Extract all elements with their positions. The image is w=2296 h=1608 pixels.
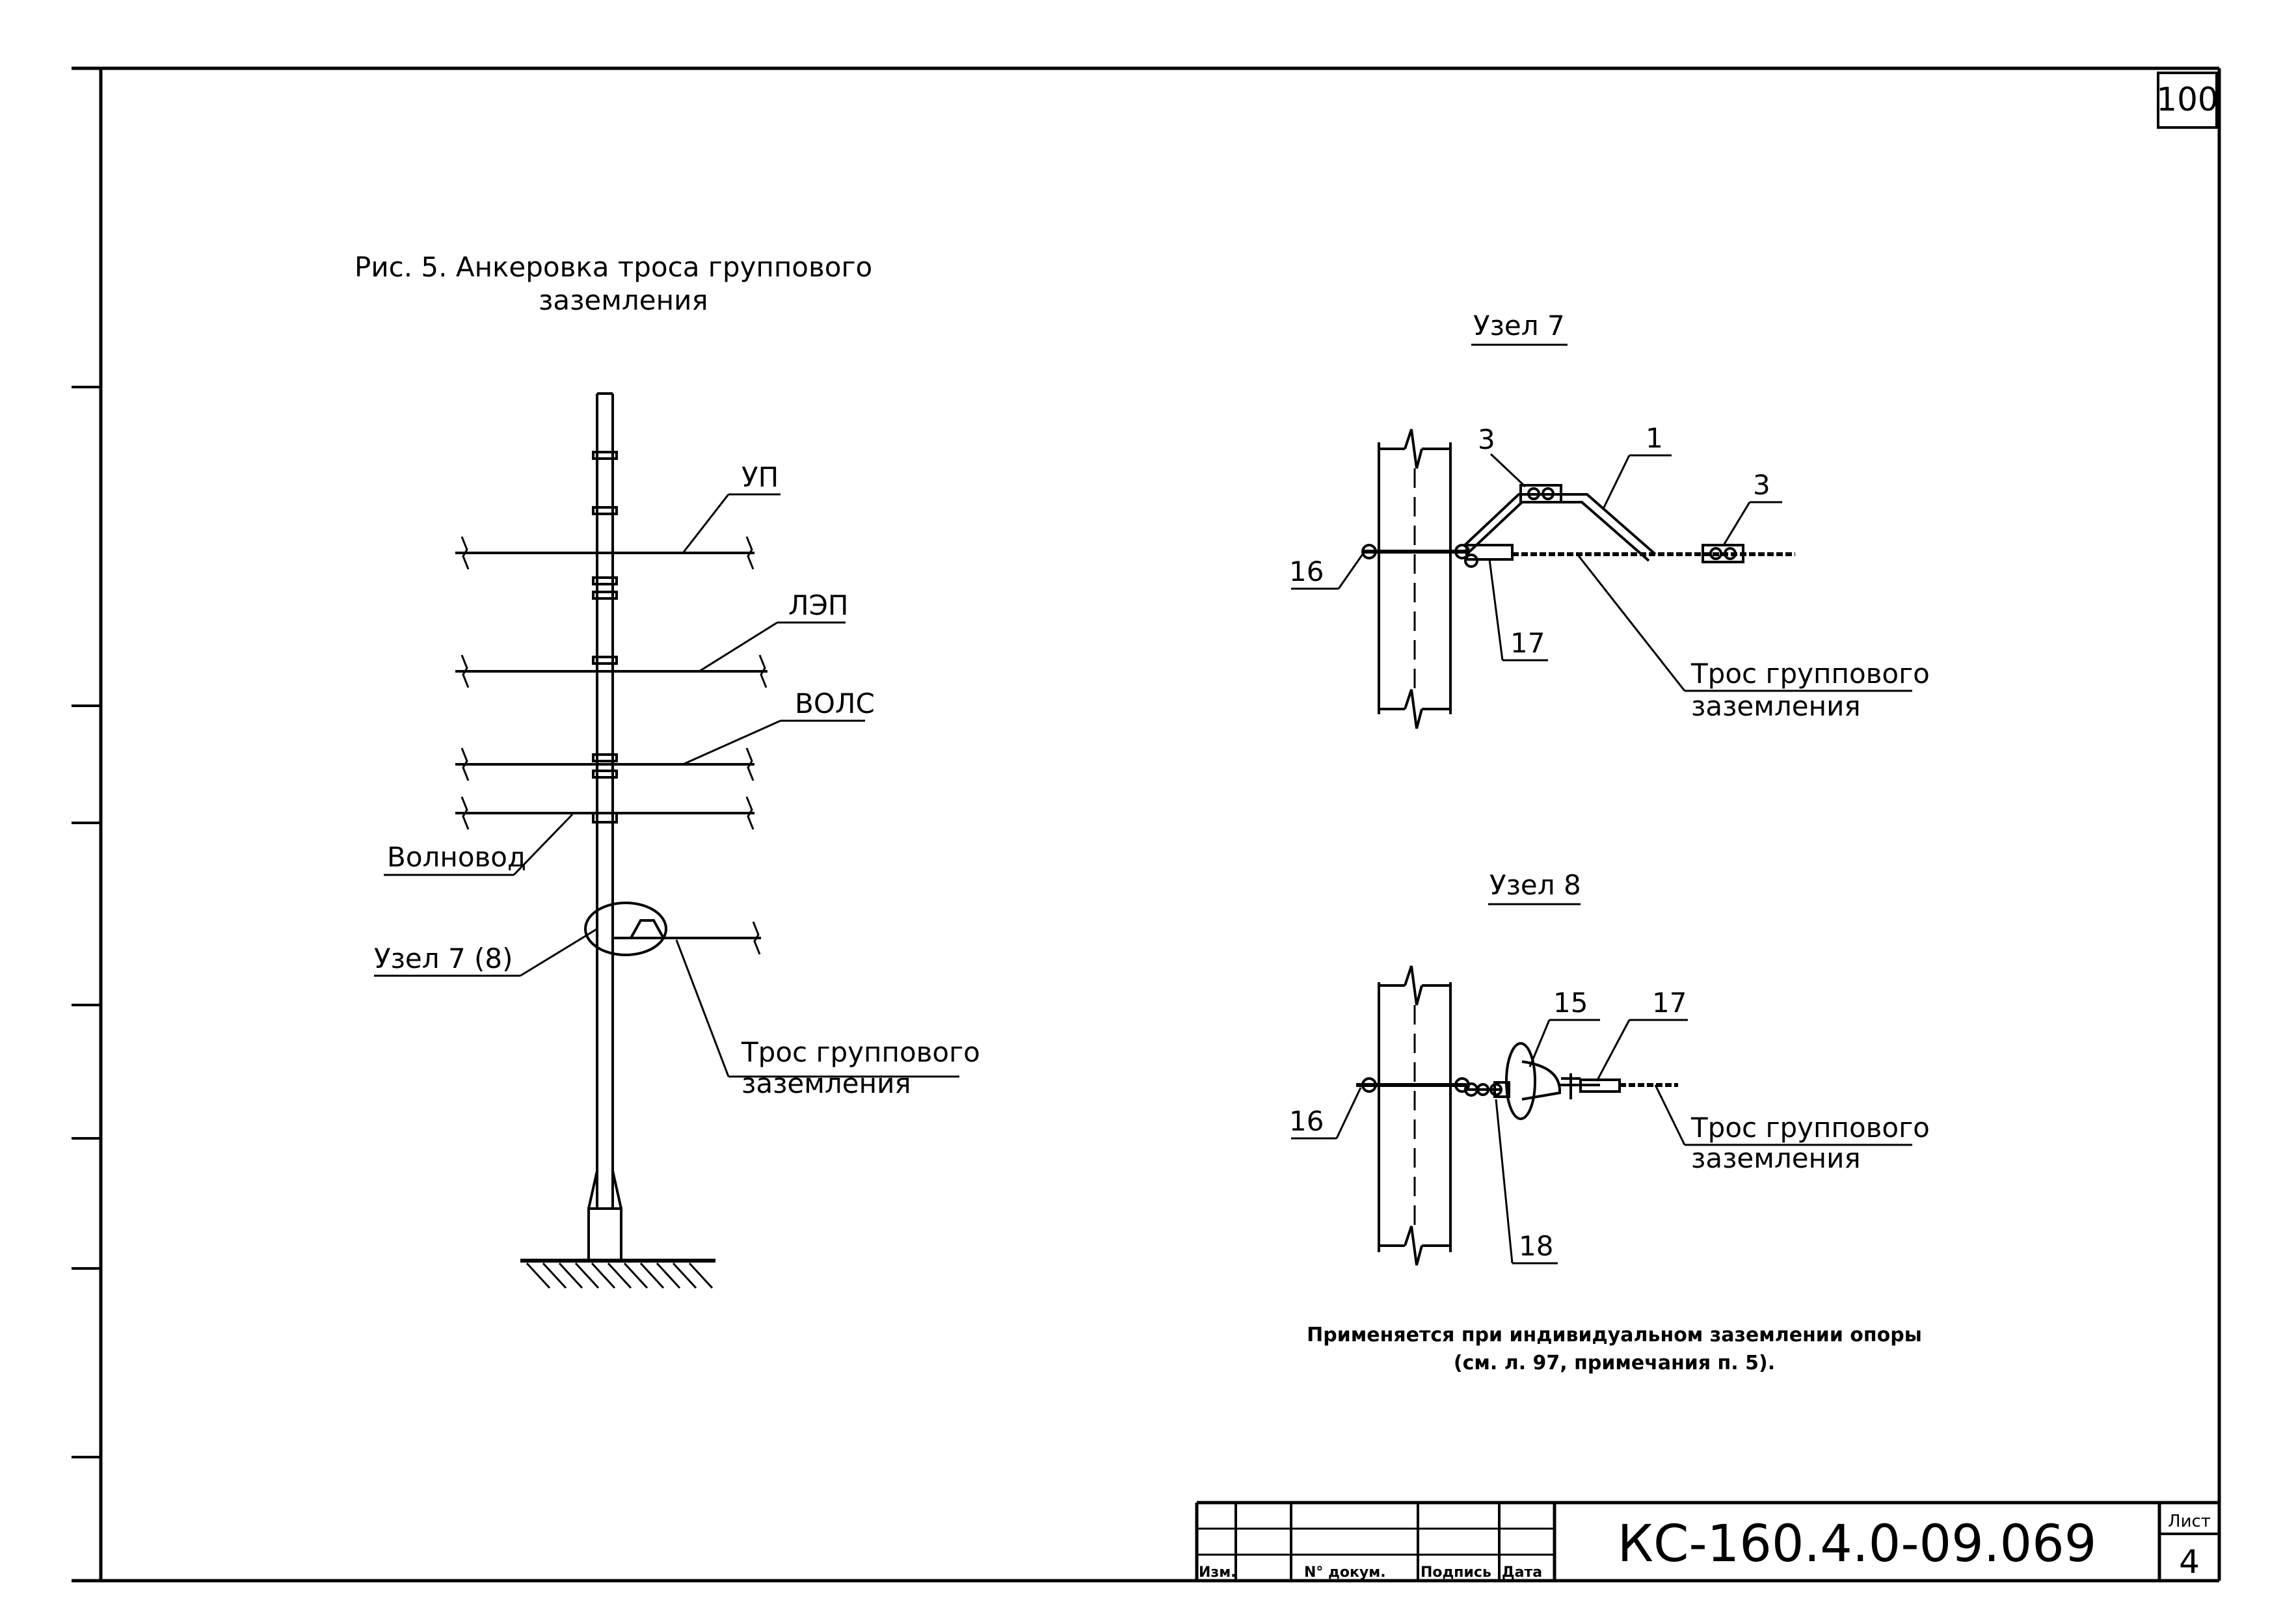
- figure-5: Рис. 5. Анкеровка троса группового зазем…: [354, 251, 980, 1289]
- label-cable-line2: заземления: [741, 1067, 911, 1099]
- page-number: 100: [2156, 81, 2218, 118]
- line-lep: [455, 654, 768, 688]
- node-8-cable-line1: Трос группового: [1690, 1112, 1930, 1144]
- node-7-callout-3b: 3: [1753, 469, 1770, 501]
- line-ground-cable: [584, 902, 761, 956]
- node-7-callout-3a: 3: [1478, 423, 1495, 455]
- node-7-callout-16: 16: [1289, 556, 1324, 587]
- node-7-callout-1: 1: [1646, 422, 1663, 454]
- title-block: Изм. N° докум. Подпись Дата КС-160.4.0-0…: [1195, 1501, 2219, 1581]
- insulator: [1505, 1042, 1536, 1120]
- tb-header-doc-no: N° докум.: [1304, 1564, 1386, 1581]
- label-node-ref: Узел 7 (8): [374, 943, 513, 974]
- label-lep: ЛЭП: [788, 589, 849, 621]
- label-vols: ВОЛС: [795, 688, 875, 719]
- label-cable-line1: Трос группового: [741, 1036, 980, 1068]
- sheet-frame: [72, 66, 2221, 1583]
- note: Применяется при индивидуальном заземлени…: [1307, 1324, 1922, 1374]
- line-vols: [455, 747, 754, 781]
- page-number-box: 100: [2156, 72, 2219, 129]
- note-line1: Применяется при индивидуальном заземлени…: [1307, 1324, 1922, 1347]
- sheet-number: 4: [2179, 1543, 2200, 1581]
- sheet-label: Лист: [2168, 1512, 2211, 1531]
- node-7: Узел 7 3: [1289, 310, 1930, 729]
- tb-header-change: Изм.: [1199, 1564, 1236, 1581]
- document-code: КС-160.4.0-09.069: [1618, 1515, 2097, 1574]
- node-7-cable-line2: заземления: [1691, 690, 1861, 722]
- node-8-callout-15: 15: [1553, 987, 1588, 1019]
- node-8-cable-line2: заземления: [1691, 1142, 1861, 1174]
- figure-5-caption-line1: Рис. 5. Анкеровка троса группового: [354, 251, 872, 283]
- node-8: Узел 8: [1289, 869, 1930, 1266]
- ground-hatch: [526, 1262, 714, 1289]
- node-7-pole: [1378, 429, 1452, 729]
- tb-header-signature: Подпись: [1421, 1564, 1491, 1581]
- note-line2: (см. л. 97, примечания п. 5).: [1454, 1352, 1775, 1374]
- node-8-callout-18: 18: [1519, 1230, 1553, 1262]
- line-up: [455, 536, 754, 570]
- figure-5-caption-line2: заземления: [539, 284, 708, 316]
- pole: [520, 392, 715, 1289]
- node-8-callout-16: 16: [1289, 1105, 1324, 1137]
- label-waveguide: Волновод: [387, 841, 526, 873]
- node-7-callout-17: 17: [1510, 627, 1545, 659]
- node-7-title: Узел 7: [1473, 310, 1565, 342]
- node-8-callout-17: 17: [1652, 987, 1687, 1019]
- node-highlight-ellipse: [584, 902, 667, 956]
- line-waveguide: [455, 796, 754, 830]
- node-8-pole: [1378, 965, 1452, 1266]
- node-7-cable-line1: Трос группового: [1690, 658, 1930, 690]
- label-up: УП: [741, 461, 779, 493]
- tb-header-date: Дата: [1502, 1564, 1542, 1581]
- node-8-title: Узел 8: [1489, 869, 1581, 901]
